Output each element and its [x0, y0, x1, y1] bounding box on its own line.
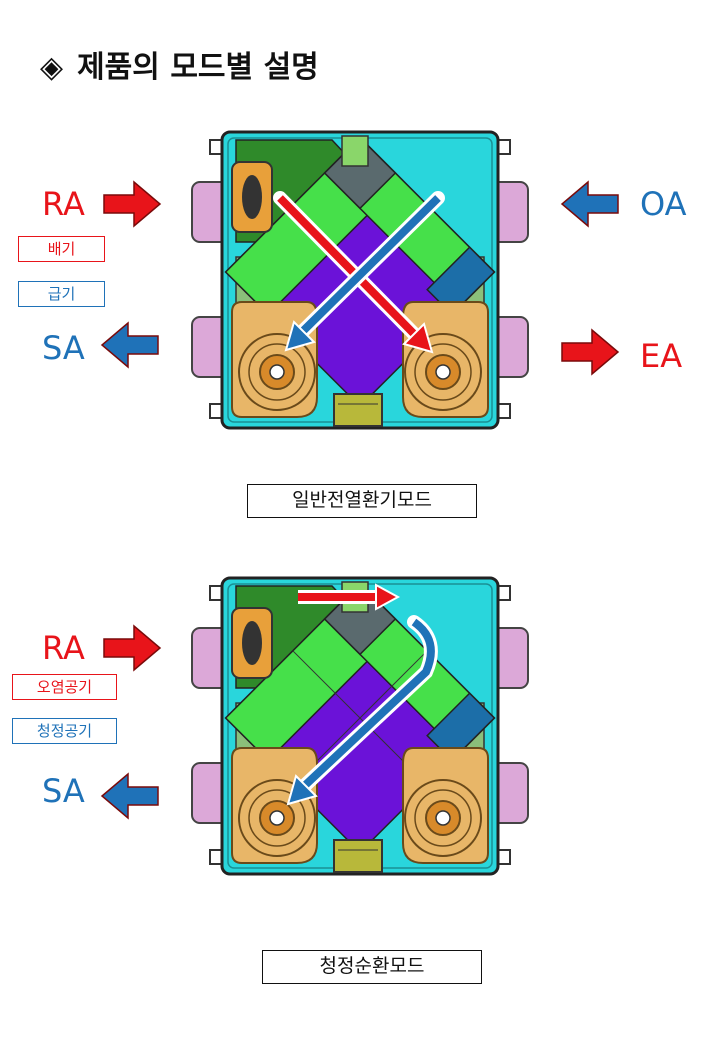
diamond-bullet-icon: ◈ [40, 50, 64, 85]
mode2-legend-clean: 청정공기 [12, 718, 117, 744]
mode2-clean-flow-arrow [286, 615, 438, 806]
ra-inlet-arrow-icon [103, 181, 161, 227]
sa-outlet-arrow-icon [101, 322, 159, 368]
mode1-oa-label: OA [640, 185, 687, 223]
mode1-legend-exhaust: 배기 [18, 236, 105, 262]
mode2-ra-inlet-arrow-icon [103, 625, 161, 671]
mode1-legend-supply: 급기 [18, 281, 105, 307]
mode1-exhaust-flow-arrow [273, 191, 434, 354]
mode2-sa-outlet-arrow-icon [101, 773, 159, 819]
mode1-ra-label: RA [42, 185, 85, 223]
page-title-text: 제품의 모드별 설명 [77, 50, 319, 85]
mode2-caption: 청정순환모드 [262, 950, 482, 984]
mode2-polluted-flow-arrow [298, 583, 401, 611]
mode1-sa-label: SA [42, 329, 85, 367]
mode1-unit-diagram [101, 130, 619, 430]
mode2-legend-polluted: 오염공기 [12, 674, 117, 700]
ea-outlet-arrow-icon [561, 329, 619, 375]
mode1-supply-flow-arrow [284, 191, 445, 352]
mode2-sa-label: SA [42, 772, 85, 810]
mode1-ea-label: EA [640, 337, 683, 375]
mode1-caption: 일반전열환기모드 [247, 484, 477, 518]
page-title: ◈ 제품의 모드별 설명 [40, 42, 319, 86]
mode2-ra-label: RA [42, 629, 85, 667]
oa-inlet-arrow-icon [561, 181, 619, 227]
mode2-unit-diagram [101, 576, 530, 876]
